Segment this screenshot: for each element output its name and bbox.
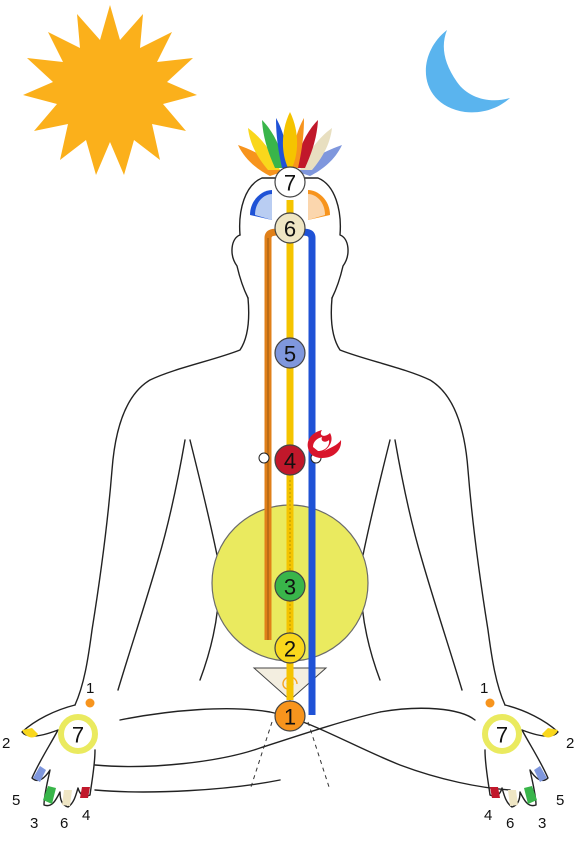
left-index-tip: [33, 766, 46, 782]
chakra-2: 2: [274, 632, 306, 664]
svg-text:4: 4: [484, 807, 492, 824]
svg-text:2: 2: [284, 637, 296, 662]
posture-guides: [249, 721, 331, 791]
left-dot-1: [85, 698, 95, 708]
svg-text:3: 3: [284, 575, 296, 600]
crescent-moon-icon: [425, 30, 510, 113]
right-thumb-tip: [542, 728, 558, 738]
svg-text:5: 5: [284, 342, 296, 367]
chakra-6: 6: [274, 212, 306, 244]
chakra-7: 7: [274, 166, 306, 198]
right-hand-markers: 7 1 2 5 3 6 4: [480, 680, 574, 832]
svg-text:7: 7: [284, 171, 296, 196]
svg-text:7: 7: [72, 723, 84, 748]
right-ring-tip: [508, 790, 518, 806]
left-little-tip: [80, 787, 90, 798]
svg-text:2: 2: [566, 735, 574, 752]
svg-text:1: 1: [284, 705, 296, 730]
left-thumb-tip: [22, 728, 38, 738]
svg-text:3: 3: [538, 815, 546, 832]
svg-text:4: 4: [284, 449, 296, 474]
svg-text:2: 2: [2, 735, 10, 752]
svg-text:1: 1: [480, 680, 488, 697]
right-middle-tip: [524, 786, 537, 804]
svg-text:7: 7: [496, 723, 508, 748]
right-dot-1: [485, 698, 495, 708]
right-little-tip: [490, 787, 500, 798]
svg-text:3: 3: [30, 815, 38, 832]
chakra-4: 4: [274, 444, 306, 476]
heart-node-left: [258, 452, 270, 464]
left-hand-markers: 7 1 2 5 3 6 4: [2, 680, 98, 832]
body-outline: [21, 177, 559, 808]
svg-text:4: 4: [82, 807, 90, 824]
flame-icon: [307, 430, 342, 458]
svg-text:6: 6: [506, 815, 514, 832]
right-index-tip: [534, 766, 547, 782]
svg-text:5: 5: [12, 792, 20, 809]
svg-text:1: 1: [86, 680, 94, 697]
svg-text:6: 6: [284, 217, 296, 242]
left-middle-tip: [43, 786, 56, 804]
chakra-5: 5: [274, 337, 306, 369]
lotus-icon: [238, 112, 342, 220]
svg-text:6: 6: [60, 815, 68, 832]
left-palm-ring: [58, 714, 98, 754]
sun-icon: [23, 5, 197, 175]
left-ring-tip: [62, 790, 72, 806]
chakra-3: 3: [274, 570, 306, 602]
right-palm-ring: [482, 714, 522, 754]
svg-text:5: 5: [556, 792, 564, 809]
chakra-1: 1: [274, 700, 306, 732]
